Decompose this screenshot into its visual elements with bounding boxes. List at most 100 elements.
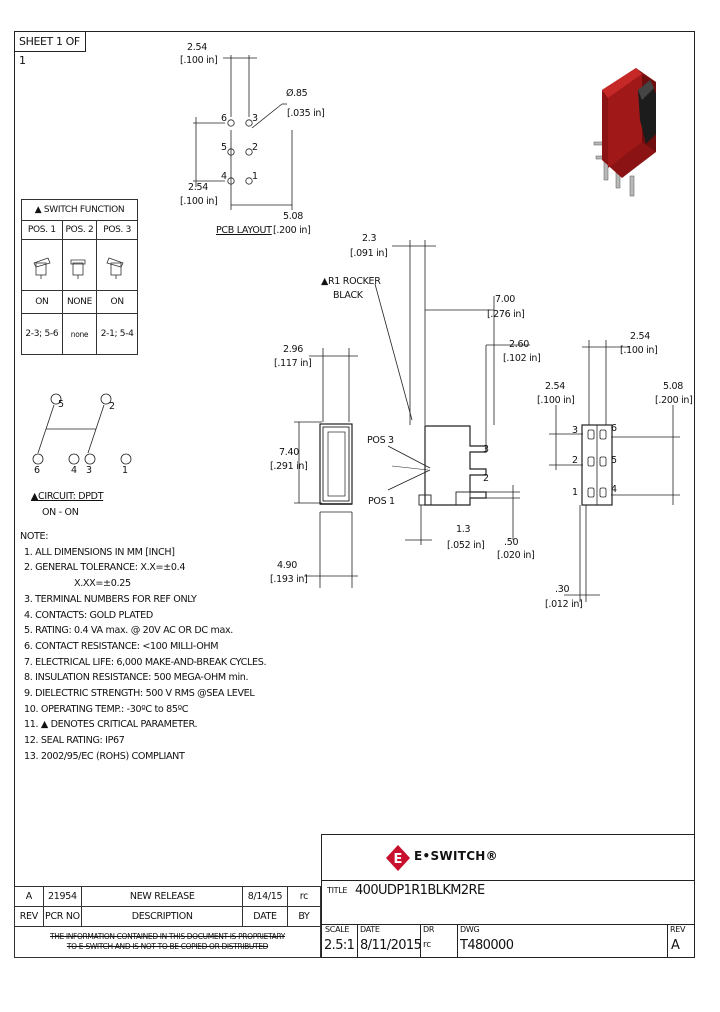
- pcb-dim-pitch-top-mm: 2.54: [187, 42, 207, 53]
- note-item: 8. INSULATION RESISTANCE: 500 MEGA-OHM m…: [24, 672, 249, 684]
- note-item: 6. CONTACT RESISTANCE: <100 MILLI-OHM: [24, 640, 219, 652]
- disclaimer-line-2: TO E-SWITCH AND IS NOT TO BE COPIED OR D…: [66, 942, 269, 951]
- pcb-layout-label: PCB LAYOUT: [216, 225, 272, 236]
- bottom-dim-width-mm: 5.08: [663, 381, 683, 392]
- notes-title: NOTE:: [20, 531, 49, 542]
- brand-name: E•SWITCH®: [414, 849, 498, 863]
- note-item: 12. SEAL RATING: IP67: [24, 735, 125, 747]
- date-cell-block: DATE 8/11/2015: [357, 924, 422, 958]
- switch-pos2-icon: [61, 239, 98, 291]
- proprietary-disclaimer: THE INFORMATION CONTAINED IN THIS DOCUME…: [14, 926, 321, 958]
- note-item: X.XX=±0.25: [74, 578, 131, 590]
- switch-function-table: ▲ SWITCH FUNCTION POS. 1 POS. 2 POS. 3 O…: [21, 199, 138, 355]
- pcr-header: PCR NO: [42, 906, 83, 927]
- note-item: 1. ALL DIMENSIONS IN MM [INCH]: [24, 546, 175, 558]
- drawn-by-cell: DR rc: [420, 924, 458, 958]
- rev-label: REV: [670, 925, 686, 934]
- note-item: 9. DIELECTRIC STRENGTH: 500 V RMS @SEA L…: [24, 688, 255, 700]
- side-dim-pin-w-mm: .50: [504, 537, 519, 548]
- side-dim-pitch-mm: 2.60: [509, 339, 529, 350]
- pcb-dim-pitch-top-in: [.100 in]: [180, 55, 218, 66]
- revision-table: A 21954 NEW RELEASE 8/14/15 rc REV PCR N…: [14, 886, 322, 958]
- dr-value: rc: [423, 940, 431, 950]
- side-pos1: POS 1: [368, 496, 395, 507]
- bottom-pin-4: 4: [611, 484, 617, 495]
- front-dim-height-mm: 7.40: [279, 447, 299, 458]
- side-dim-length-in: [.276 in]: [487, 309, 525, 320]
- side-dim-pin-len-mm: 1.3: [456, 524, 471, 535]
- note-item: 13. 2002/95/EC (ROHS) COMPLIANT: [24, 750, 185, 762]
- bottom-pin-5: 5: [611, 455, 617, 466]
- note-item: 3. TERMINAL NUMBERS FOR REF ONLY: [24, 593, 197, 605]
- rev-value: A: [671, 938, 680, 953]
- bottom-dim-pitch-mm: 2.54: [630, 331, 650, 342]
- title-value: 400UDP1R1BLKM2RE: [355, 883, 485, 898]
- front-dim-width-mm: 2.96: [283, 344, 303, 355]
- dwg-value: T480000: [460, 938, 514, 953]
- svg-text:E: E: [394, 852, 403, 867]
- revision-block: A 21954 NEW RELEASE 8/14/15 rc REV PCR N…: [14, 886, 322, 958]
- title-row: TITLE 400UDP1R1BLKM2RE: [322, 880, 695, 925]
- pcr-cell: 21954: [42, 886, 83, 907]
- date-header: DATE: [242, 906, 288, 927]
- date-cell: 8/14/15: [242, 886, 288, 907]
- rocker-label: ▲R1 ROCKER: [321, 276, 381, 287]
- side-pin-2: 2: [483, 473, 489, 484]
- note-item: 2. GENERAL TOLERANCE: X.X=±0.4: [24, 562, 186, 574]
- bottom-pin-1: 1: [572, 487, 578, 498]
- pcb-pin-4: 4: [221, 171, 227, 182]
- bottom-pin-6: 6: [611, 423, 617, 434]
- description-header: DESCRIPTION: [81, 906, 244, 927]
- pcb-dim-pitch-left-mm: 2.54: [188, 182, 208, 193]
- bottom-dim-pitch-left-in: [.100 in]: [537, 395, 575, 406]
- title-block: E E•SWITCH® TITLE 400UDP1R1BLKM2RE SCALE…: [321, 834, 695, 958]
- bottom-dim-thick-in: [.012 in]: [545, 599, 583, 610]
- circuit-label: ▲CIRCUIT: DPDT: [31, 491, 104, 502]
- by-header: BY: [286, 906, 322, 927]
- info-row: SCALE 2.5:1 DATE 8/11/2015 DR rc DWG T48…: [322, 924, 695, 958]
- bottom-pin-2: 2: [572, 455, 578, 466]
- circuit-pin-5: 5: [58, 399, 64, 410]
- date-label: DATE: [360, 925, 380, 934]
- rev-cell: A: [14, 886, 44, 907]
- pcb-pin-1: 1: [252, 171, 258, 182]
- front-dim-width-in: [.117 in]: [274, 358, 312, 369]
- note-item: 11. ▲ DENOTES CRITICAL PARAMETER.: [24, 719, 198, 731]
- pcb-dim-width-mm: 5.08: [283, 211, 303, 222]
- brand-row: E E•SWITCH®: [322, 835, 695, 881]
- bottom-dim-pitch-left-mm: 2.54: [545, 381, 565, 392]
- by-cell: rc: [286, 886, 322, 907]
- title-divider: [322, 924, 695, 925]
- description-cell: NEW RELEASE: [81, 886, 244, 907]
- pcb-dim-hole-in: [.035 in]: [287, 108, 325, 119]
- dwg-cell: DWG T480000: [457, 924, 668, 958]
- dr-label: DR: [423, 925, 435, 934]
- rocker-color: BLACK: [333, 290, 363, 301]
- pcb-dim-hole-mm: Ø.85: [286, 88, 308, 99]
- circuit-sublabel: ON - ON: [42, 507, 79, 518]
- pcb-pin-3: 3: [252, 113, 258, 124]
- rev-cell-block: REV A: [667, 924, 695, 958]
- front-dim-base-mm: 4.90: [277, 560, 297, 571]
- scale-label: SCALE: [325, 925, 350, 934]
- pcb-dim-width-in: [.200 in]: [273, 225, 311, 236]
- side-dim-top-in: [.091 in]: [350, 248, 388, 259]
- side-pos3: POS 3: [367, 435, 394, 446]
- circuit-pin-1: 1: [122, 465, 128, 476]
- side-pin-3: 3: [483, 444, 489, 455]
- date-value: 8/11/2015: [360, 938, 422, 953]
- circuit-pin-3: 3: [86, 465, 92, 476]
- rev-header: REV: [14, 906, 44, 927]
- front-dim-height-in: [.291 in]: [270, 461, 308, 472]
- title-label: TITLE: [327, 886, 348, 895]
- side-dim-pin-len-in: [.052 in]: [447, 540, 485, 551]
- note-item: 4. CONTACTS: GOLD PLATED: [24, 609, 153, 621]
- product-photo: [593, 68, 656, 197]
- front-dim-base-in: [.193 in]: [270, 574, 308, 585]
- pcb-pin-5: 5: [221, 142, 227, 153]
- switch-pos3-icon: [96, 239, 138, 291]
